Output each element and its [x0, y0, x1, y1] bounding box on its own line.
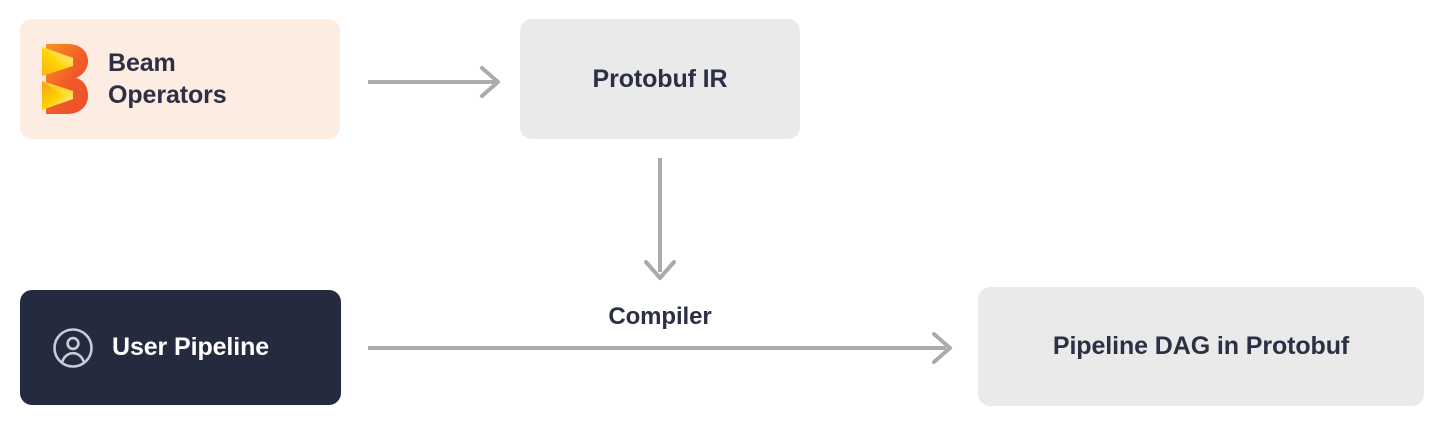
node-user-pipeline-label: User Pipeline	[112, 333, 270, 362]
node-protobuf-ir-label: Protobuf IR	[592, 64, 728, 93]
user-circle-icon	[53, 327, 93, 368]
node-beam-operators[interactable]: Beam Operators	[20, 19, 340, 139]
node-beam-operators-label: Beam Operators	[108, 48, 227, 110]
edge-label-compiler: Compiler	[608, 303, 712, 330]
node-user-pipeline[interactable]: User Pipeline	[20, 290, 341, 405]
node-protobuf-ir[interactable]: Protobuf IR	[520, 19, 800, 139]
arrow-user-pipeline-to-pipeline-dag	[368, 332, 952, 364]
node-pipeline-dag-label: Pipeline DAG in Protobuf	[1052, 332, 1350, 361]
arrow-protobuf-ir-to-compiler	[644, 158, 676, 280]
apache-beam-logo-icon	[42, 44, 88, 114]
node-pipeline-dag[interactable]: Pipeline DAG in Protobuf	[978, 287, 1424, 406]
arrow-beam-operators-to-protobuf-ir	[368, 66, 500, 98]
